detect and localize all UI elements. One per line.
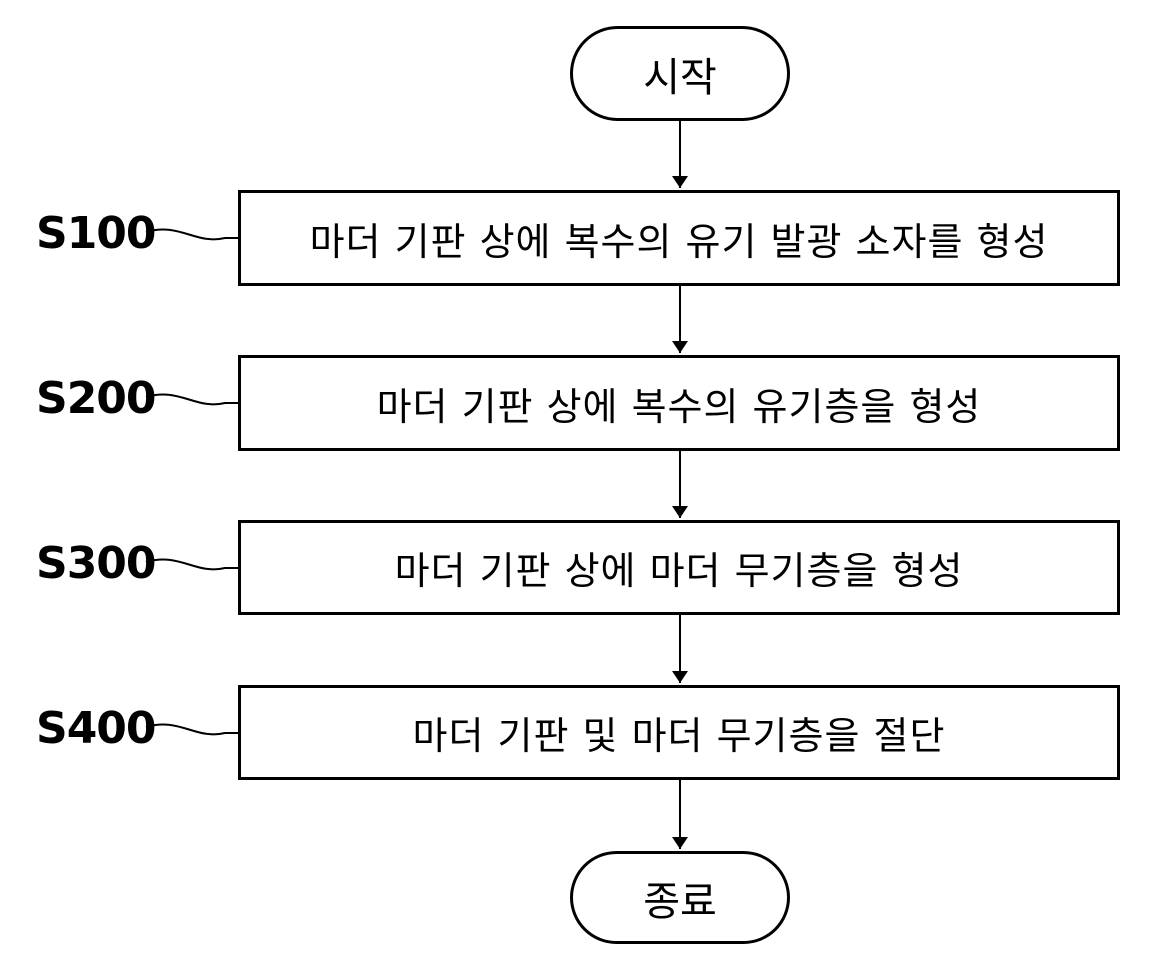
step-text-s200: 마더 기판 상에 복수의 유기층을 형성	[377, 376, 982, 431]
step-text-s100: 마더 기판 상에 복수의 유기 발광 소자를 형성	[310, 211, 1049, 266]
leader-s300	[146, 559, 238, 569]
step-id-s100: S100	[36, 208, 156, 259]
step-id-s300: S300	[36, 538, 156, 589]
start-label: 시작	[643, 45, 717, 103]
step-box-s300: 마더 기판 상에 마더 무기층을 형성	[238, 520, 1120, 615]
step-text-s400: 마더 기판 및 마더 무기층을 절단	[413, 705, 946, 760]
start-terminal: 시작	[570, 26, 790, 121]
step-box-s400: 마더 기판 및 마더 무기층을 절단	[238, 685, 1120, 780]
step-id-s400: S400	[36, 703, 156, 754]
step-id-s200: S200	[36, 373, 156, 424]
leader-s100	[146, 229, 238, 239]
step-box-s100: 마더 기판 상에 복수의 유기 발광 소자를 형성	[238, 190, 1120, 286]
leader-s400	[146, 724, 238, 734]
step-box-s200: 마더 기판 상에 복수의 유기층을 형성	[238, 355, 1120, 451]
end-label: 종료	[643, 869, 717, 927]
step-text-s300: 마더 기판 상에 마더 무기층을 형성	[395, 540, 964, 595]
end-terminal: 종료	[570, 851, 790, 944]
leader-s200	[146, 394, 238, 404]
